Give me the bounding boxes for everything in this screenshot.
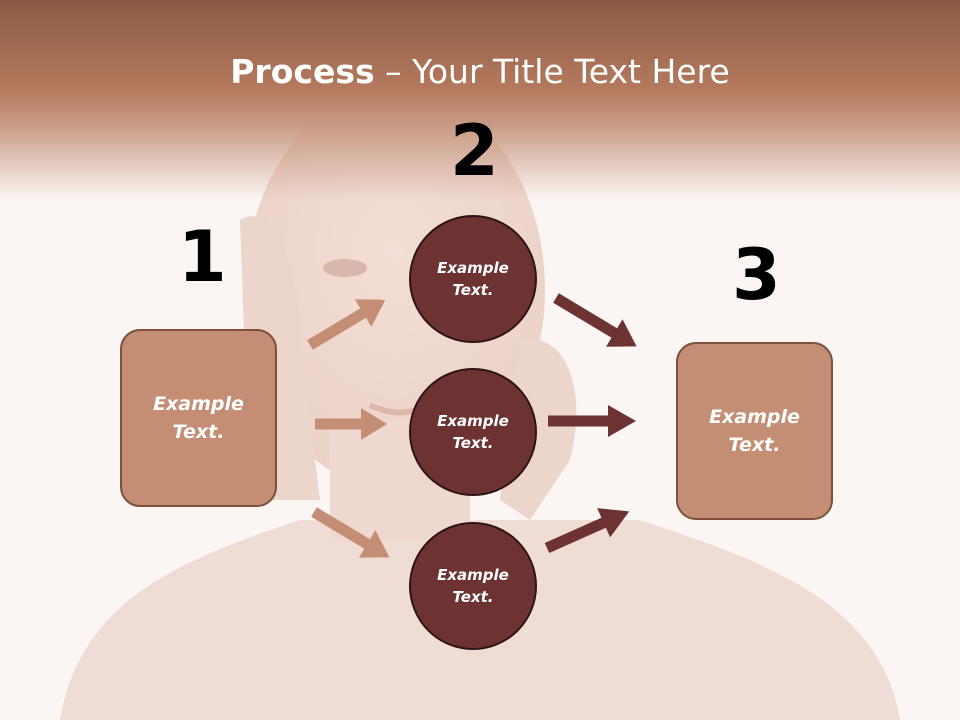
arrow-bottom-to-right [544,508,630,554]
arrow-middle-to-right [548,405,636,437]
step-number-2: 2 [450,110,499,192]
arrow-top-to-right [553,293,637,347]
right-step-label: Example Text. [709,405,800,457]
circle-middle: Example Text. [409,368,537,496]
right-step-box: Example Text. [676,342,833,520]
arrow-left-to-top [307,299,386,350]
circle-top: Example Text. [409,215,537,343]
circle-bottom: Example Text. [409,522,537,650]
step-number-3: 3 [732,234,781,316]
left-step-box: Example Text. [120,329,277,507]
left-step-label: Example Text. [153,392,244,444]
circle-bottom-label: Example Text. [437,565,509,607]
circle-top-label: Example Text. [437,258,509,300]
circle-middle-label: Example Text. [437,411,509,453]
title-bold: Process [230,52,375,91]
slide-title: Process – Your Title Text Here [0,52,960,91]
arrow-left-to-middle [315,408,387,440]
title-rest: – Your Title Text Here [374,52,730,91]
header-band [0,0,960,200]
step-number-1: 1 [178,216,227,298]
arrow-left-to-bottom [311,507,390,558]
